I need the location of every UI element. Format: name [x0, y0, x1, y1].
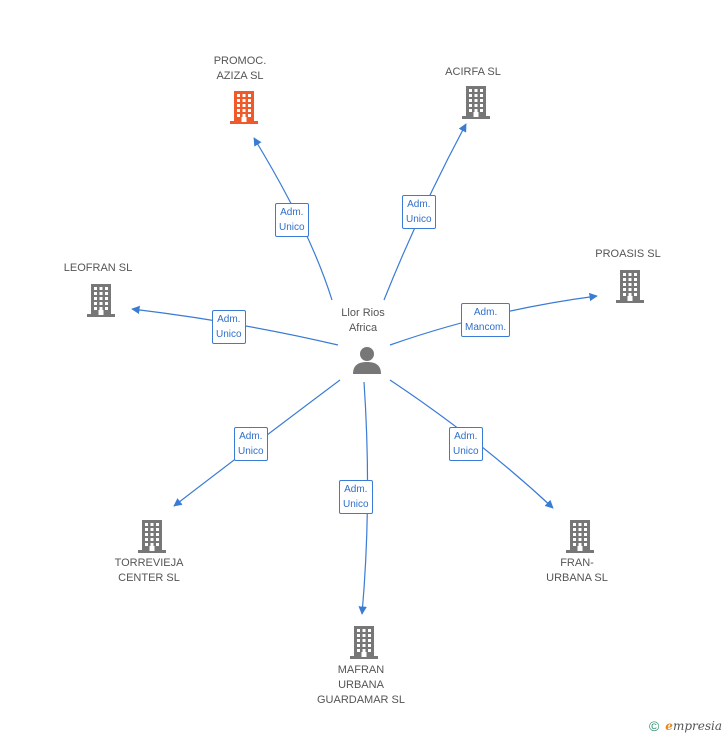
node-label-promoc: PROMOC. AZIZA SL [213, 55, 267, 82]
person-icon[interactable] [352, 345, 382, 380]
node-label-acirfa: ACIRFA SL [445, 66, 501, 78]
role-badge-torrevieja[interactable]: Adm. Unico [234, 427, 268, 461]
building-icon-acirfa[interactable] [460, 84, 492, 125]
role-badge-leofran[interactable]: Adm. Unico [212, 310, 246, 344]
building-icon-promoc[interactable] [228, 89, 260, 130]
center-person-name: Llor Rios Africa [341, 307, 385, 334]
role-badge-proasis[interactable]: Adm. Mancom. [461, 303, 511, 337]
role-badge-promoc[interactable]: Adm. Unico [275, 203, 309, 237]
building-icon-franurbana[interactable] [564, 518, 596, 559]
node-label-proasis: PROASIS SL [595, 248, 661, 260]
node-label-franurbana: FRAN- URBANA SL [546, 557, 608, 584]
footer-credit: © empresia [649, 718, 722, 734]
role-badge-acirfa[interactable]: Adm. Unico [402, 195, 436, 229]
copyright-symbol: © [648, 718, 660, 734]
building-icon-mafran[interactable] [348, 624, 380, 665]
role-badge-mafran[interactable]: Adm. Unico [339, 480, 373, 514]
building-icon-torrevieja[interactable] [136, 518, 168, 559]
node-label-mafran: MAFRAN URBANA GUARDAMAR SL [316, 664, 406, 706]
node-label-leofran: LEOFRAN SL [63, 262, 133, 274]
role-badge-franurbana[interactable]: Adm. Unico [449, 427, 483, 461]
building-icon-leofran[interactable] [85, 282, 117, 323]
node-label-torrevieja: TORREVIEJA CENTER SL [114, 557, 184, 584]
building-icon-proasis[interactable] [614, 268, 646, 309]
brand-logo: empresia [665, 719, 722, 733]
